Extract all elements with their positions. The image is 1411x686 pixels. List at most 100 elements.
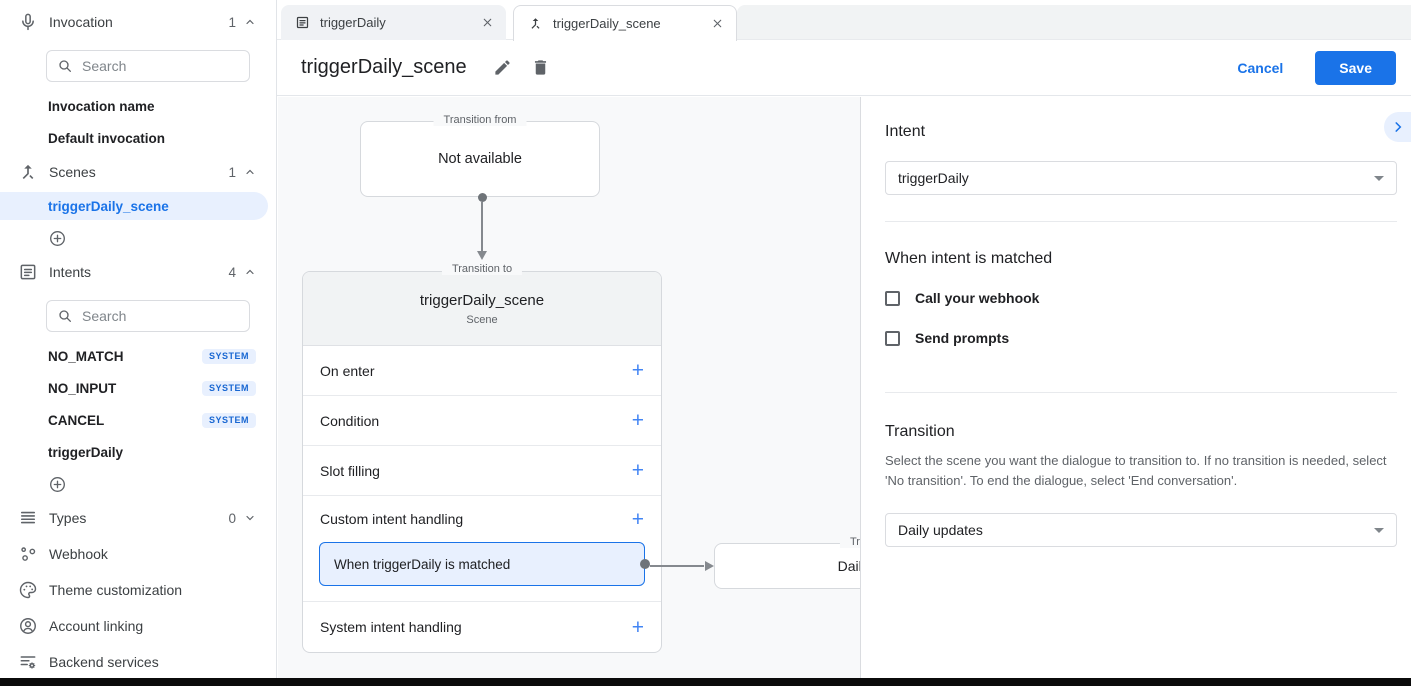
window-bottom-edge [0, 678, 1411, 686]
tab-triggerdaily[interactable]: triggerDaily [281, 5, 506, 40]
link-label: Backend services [49, 654, 159, 670]
microphone-icon [18, 12, 38, 32]
intent-name: CANCEL [48, 412, 105, 428]
search-icon [59, 310, 71, 322]
sidebar-item-cancel[interactable]: CANCEL SYSTEM [0, 404, 276, 436]
scene-card-subtitle: Scene [466, 313, 498, 326]
chevron-up-icon [244, 166, 256, 178]
intent-name: triggerDaily [48, 444, 124, 460]
add-handler-icon[interactable]: + [631, 507, 644, 531]
section-count: 4 [228, 264, 236, 280]
transition-from-box: Transition from Not available [360, 114, 600, 197]
scene-card-title: triggerDaily_scene [419, 291, 545, 309]
intent-heading: Intent [885, 123, 926, 140]
add-circle-icon [50, 230, 65, 246]
tab-label: triggerDaily [320, 15, 386, 30]
add-intent-button[interactable] [0, 468, 276, 500]
handler-label: System intent handling [320, 619, 462, 635]
scene-icon [18, 162, 38, 182]
scene-icon [528, 16, 543, 31]
delete-icon[interactable] [531, 58, 550, 77]
link-label: Webhook [49, 546, 108, 562]
handler-label: Custom intent handling [320, 511, 464, 527]
sidebar-section-scenes[interactable]: Scenes 1 [0, 156, 276, 188]
section-count: 0 [228, 510, 236, 526]
connector-dot [477, 193, 487, 202]
selected-intent-handler[interactable]: When triggerDaily is matched [319, 542, 650, 586]
close-icon[interactable] [711, 17, 724, 30]
handler-row-slot-filling: Slot filling + [303, 446, 661, 496]
send-prompts-checkbox-row[interactable]: Send prompts [885, 330, 1397, 346]
sidebar: Invocation 1 Invocation name Default inv… [0, 0, 277, 678]
cancel-button[interactable]: Cancel [1237, 59, 1284, 76]
sidebar-item-webhook[interactable]: Webhook [0, 536, 276, 572]
edit-icon[interactable] [493, 58, 512, 77]
intents-search-input[interactable] [82, 308, 239, 324]
checkbox-unchecked-icon[interactable] [885, 330, 900, 346]
sidebar-section-types[interactable]: Types 0 [0, 502, 276, 534]
tab-strip: triggerDaily triggerDaily_scene [277, 0, 1411, 41]
add-handler-icon[interactable]: + [631, 409, 644, 432]
transition-select-value: Daily updates [898, 522, 983, 539]
section-label: Types [49, 510, 87, 526]
save-button[interactable]: Save [1315, 50, 1396, 85]
handler-label: Condition [320, 412, 380, 429]
section-count: 1 [228, 14, 236, 30]
tab-triggerdaily-scene[interactable]: triggerDaily_scene [513, 5, 737, 41]
chevron-right-icon [1394, 122, 1401, 132]
checkbox-label: Send prompts [915, 330, 1010, 346]
intent-name: NO_MATCH [48, 348, 124, 364]
sidebar-section-invocation[interactable]: Invocation 1 [0, 6, 276, 38]
transition-select[interactable]: Daily updates [885, 513, 1397, 548]
intent-handler-label: When triggerDaily is matched [334, 556, 511, 572]
webhook-icon [18, 544, 38, 564]
link-label: Account linking [49, 618, 144, 634]
sidebar-item-invocation-name[interactable]: Invocation name [48, 98, 155, 114]
sidebar-item-no-match[interactable]: NO_MATCH SYSTEM [0, 340, 276, 372]
palette-icon [18, 580, 38, 600]
section-label: Intents [49, 264, 92, 280]
chevron-up-icon [244, 266, 256, 278]
connector-line [650, 565, 704, 567]
sidebar-section-intents[interactable]: Intents 4 [0, 256, 276, 288]
next-scene-content: Daily updates [837, 558, 860, 574]
collapse-panel-button[interactable] [1384, 112, 1411, 142]
connector-down-arrow [474, 193, 490, 260]
intent-detail-panel: Intent triggerDaily When intent is match… [860, 97, 1411, 678]
add-handler-icon[interactable]: + [631, 359, 644, 382]
add-scene-button[interactable] [0, 222, 276, 254]
sidebar-item-triggerdaily-scene[interactable]: triggerDaily_scene [0, 192, 268, 220]
handler-row-system-intent-handling: System intent handling + [303, 602, 661, 652]
arrowhead-right-icon [705, 561, 714, 571]
page-header: triggerDaily_scene Cancel Save [277, 40, 1411, 96]
search-icon [59, 60, 71, 72]
sidebar-item-theme-customization[interactable]: Theme customization [0, 572, 276, 608]
sidebar-item-no-input[interactable]: NO_INPUT SYSTEM [0, 372, 276, 404]
sidebar-item-account-linking[interactable]: Account linking [0, 608, 276, 644]
intent-icon [18, 262, 38, 282]
scene-card-header: triggerDaily_scene Scene [303, 272, 661, 346]
dropdown-caret-icon [1374, 175, 1384, 181]
section-label: Scenes [49, 164, 96, 180]
next-scene-box: Transition to Daily updates [714, 536, 860, 589]
chevron-up-icon [244, 16, 256, 28]
system-badge: SYSTEM [201, 412, 256, 428]
checkbox-unchecked-icon[interactable] [885, 290, 900, 306]
handler-label: On enter [320, 362, 375, 379]
checkbox-label: Call your webhook [915, 290, 1040, 306]
matched-heading: When intent is matched [885, 250, 1053, 267]
call-webhook-checkbox-row[interactable]: Call your webhook [885, 290, 1397, 306]
sidebar-item-default-invocation[interactable]: Default invocation [48, 130, 166, 146]
invocation-search-input[interactable] [82, 58, 239, 74]
sidebar-item-triggerdaily[interactable]: triggerDaily [0, 436, 276, 468]
account-circle-icon [18, 616, 38, 636]
add-handler-icon[interactable]: + [631, 615, 644, 639]
close-icon[interactable] [481, 16, 494, 29]
intent-select[interactable]: triggerDaily [885, 161, 1397, 195]
handler-row-on-enter: On enter + [303, 346, 661, 396]
add-handler-icon[interactable]: + [631, 459, 644, 482]
sidebar-item-backend-services[interactable]: Backend services [0, 644, 276, 678]
section-count: 1 [228, 164, 236, 180]
system-badge: SYSTEM [201, 348, 256, 364]
